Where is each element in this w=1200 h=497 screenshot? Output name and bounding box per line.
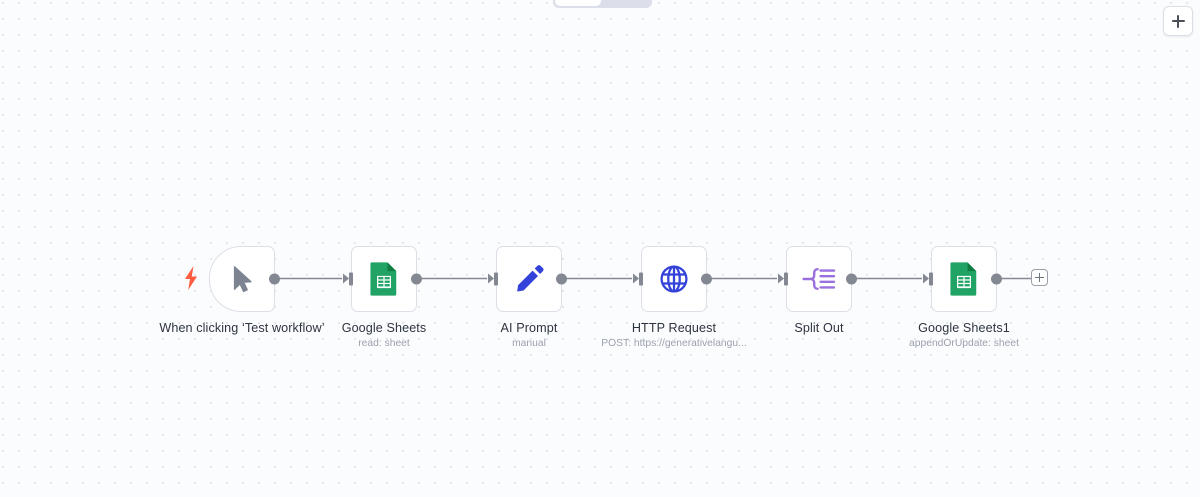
node-subtitle: POST: https://generativelangu... bbox=[601, 337, 747, 349]
node-subtitle: read: sheet bbox=[358, 337, 410, 349]
node-caption: When clicking ‘Test workflow’ bbox=[147, 321, 337, 337]
input-endpoint[interactable] bbox=[633, 272, 643, 285]
node-caption: Google Sheets read: sheet bbox=[289, 321, 479, 351]
node-title: When clicking ‘Test workflow’ bbox=[159, 320, 325, 335]
output-endpoint[interactable] bbox=[845, 273, 857, 284]
input-endpoint[interactable] bbox=[923, 272, 933, 285]
node-title: Google Sheets bbox=[341, 320, 427, 335]
input-endpoint[interactable] bbox=[488, 272, 498, 285]
node-caption: Split Out bbox=[724, 321, 914, 337]
node-split-out[interactable]: Split Out bbox=[778, 245, 857, 335]
globe-icon bbox=[655, 260, 693, 298]
lightning-bolt-icon bbox=[185, 266, 197, 290]
node-caption: AI Prompt manual bbox=[434, 321, 624, 351]
output-endpoint[interactable] bbox=[700, 273, 712, 284]
node-google-sheets[interactable]: Google Sheets read: sheet bbox=[342, 245, 426, 349]
output-endpoint[interactable] bbox=[410, 273, 422, 284]
node-caption: Google Sheets1 appendOrUpdate: sheet bbox=[869, 321, 1059, 351]
node-subtitle: appendOrUpdate: sheet bbox=[909, 337, 1019, 349]
google-sheets-icon bbox=[945, 260, 983, 298]
append-node-button[interactable] bbox=[1031, 269, 1048, 286]
editor-executions-tabbar[interactable] bbox=[553, 0, 652, 8]
plus-icon-bar bbox=[1035, 276, 1044, 279]
output-endpoint[interactable] bbox=[555, 273, 567, 284]
mouse-pointer-icon bbox=[223, 260, 261, 298]
node-title: HTTP Request bbox=[631, 320, 717, 335]
node-manual-trigger[interactable]: When clicking ‘Test workflow’ bbox=[159, 245, 325, 335]
split-out-icon bbox=[800, 260, 838, 298]
plus-icon-bar bbox=[1171, 19, 1185, 23]
add-node-button[interactable] bbox=[1163, 6, 1193, 36]
output-endpoint[interactable] bbox=[990, 273, 1002, 284]
google-sheets-icon bbox=[365, 260, 403, 298]
tab-editor[interactable] bbox=[555, 0, 601, 6]
node-title: Google Sheets1 bbox=[918, 320, 1010, 335]
node-title: Split Out bbox=[794, 320, 844, 335]
pencil-edit-icon bbox=[510, 260, 548, 298]
input-endpoint[interactable] bbox=[778, 272, 788, 285]
node-google-sheets1[interactable]: Google Sheets1 appendOrUpdate: sheet bbox=[909, 245, 1019, 349]
node-title: AI Prompt bbox=[500, 320, 558, 335]
node-caption: HTTP Request POST: https://generativelan… bbox=[579, 321, 769, 351]
node-http-request[interactable]: HTTP Request POST: https://generativelan… bbox=[601, 245, 747, 349]
node-ai-prompt[interactable]: AI Prompt manual bbox=[488, 245, 567, 349]
node-subtitle: manual bbox=[512, 337, 546, 349]
input-endpoint[interactable] bbox=[343, 272, 353, 285]
output-endpoint[interactable] bbox=[268, 273, 280, 284]
